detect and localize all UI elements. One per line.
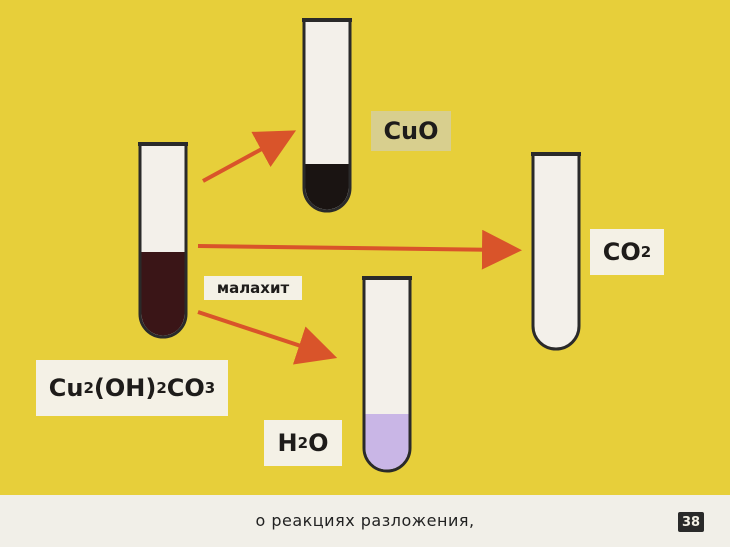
malachite-name-label: малахит: [204, 276, 302, 300]
co2-test-tube: [531, 152, 581, 351]
formula-part: O: [308, 429, 329, 457]
frame-number-badge: 38: [678, 512, 704, 532]
formula-part: CO: [166, 374, 205, 402]
caption-bar: о реакциях разложения,: [0, 495, 730, 547]
arrow-to-h2o: [197, 310, 338, 365]
malachite-test-tube: [138, 142, 188, 339]
formula-subscript: 2: [156, 379, 167, 397]
formula-subscript: 3: [204, 379, 216, 397]
formula-subscript: 2: [297, 434, 309, 452]
arrow-to-cuo: [202, 130, 297, 183]
formula-subscript: 2: [640, 243, 652, 261]
cuo-test-tube: [302, 18, 352, 213]
formula-part: H: [277, 429, 298, 457]
caption-text: о реакциях разложения,: [255, 511, 475, 530]
arrow-to-co2: [197, 229, 522, 270]
h2o-test-tube: [362, 276, 412, 473]
formula-subscript: 2: [83, 379, 94, 397]
formula-part: (OH): [93, 374, 157, 402]
formula-part: Cu: [48, 374, 84, 402]
formula-part: CO: [602, 238, 641, 266]
cuo-formula-label: CuO: [371, 111, 451, 151]
